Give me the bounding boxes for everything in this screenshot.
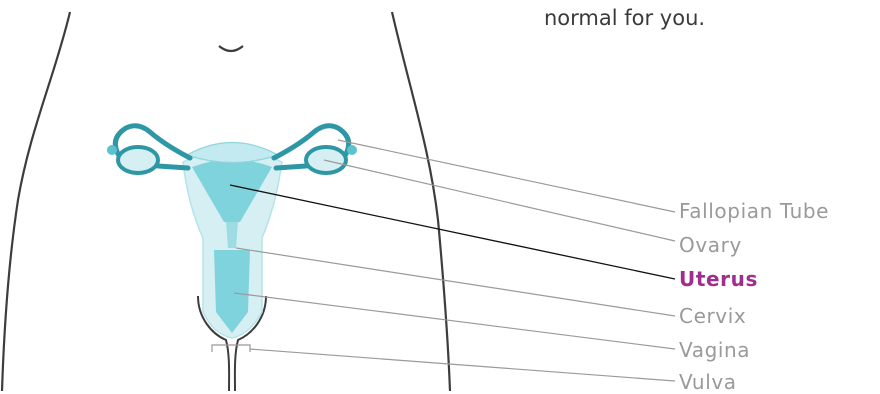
leader-vagina [234, 293, 675, 349]
label-uterus[interactable]: Uterus [679, 269, 758, 289]
body-outline-right [392, 12, 450, 391]
leader-uterus [230, 185, 675, 279]
leader-fallopian-tube [338, 140, 675, 212]
fimbriae-right [347, 145, 357, 155]
label-vagina[interactable]: Vagina [679, 340, 750, 360]
fimbriae-left [107, 145, 117, 155]
label-ovary[interactable]: Ovary [679, 235, 742, 255]
ovary-left [118, 147, 158, 173]
label-vulva[interactable]: Vulva [679, 372, 737, 392]
vulva-bracket [212, 345, 250, 352]
leader-cervix [236, 248, 675, 316]
label-fallopian-tube[interactable]: Fallopian Tube [679, 201, 829, 221]
ovarian-ligament-right [276, 166, 306, 168]
cervix-canal [226, 222, 238, 248]
navel [219, 46, 243, 51]
body-outline-left [2, 12, 70, 391]
ovarian-ligament-left [158, 166, 188, 168]
label-cervix[interactable]: Cervix [679, 306, 746, 326]
leader-vulva [250, 349, 675, 381]
